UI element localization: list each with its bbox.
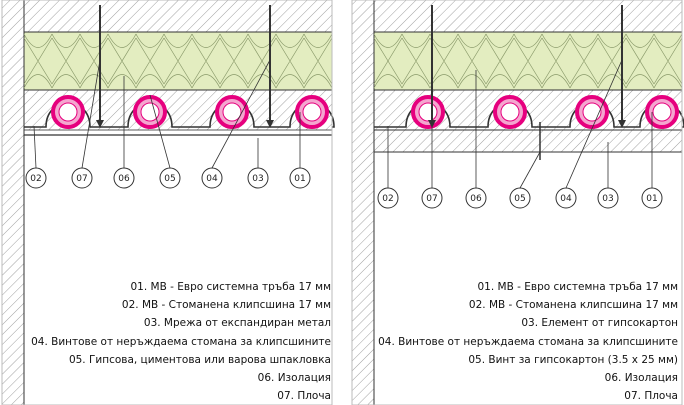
- left-legend-item-03: 03. Мрежа от експандиран метал: [143, 317, 331, 330]
- left-legend-item-02: 02. MB - Стоманена клипсшина 17 мм: [121, 299, 331, 312]
- callout-circle: [247, 167, 269, 189]
- pipe-bore: [302, 102, 322, 122]
- callout-leader: [519, 151, 541, 189]
- callout-circle: [509, 187, 531, 209]
- right-legend: 01. MB - Евро системна тръба 17 мм 02. M…: [378, 278, 678, 405]
- panel-frame: [1, 0, 333, 405]
- pipe-bore: [652, 102, 672, 122]
- callout-leader: [149, 94, 171, 169]
- right-legend-item-03: 03. Елемент от гипсокартон: [521, 317, 678, 330]
- left-legend-item-05: 05. Гипсова, циментова или варова шпакло…: [68, 353, 331, 366]
- right-legend-item-02: 02. MB - Стоманена клипсшина 17 мм: [468, 299, 678, 312]
- insulation-pattern: [373, 33, 683, 89]
- callout-label-04: 04: [206, 174, 218, 184]
- callout-circle: [641, 187, 663, 209]
- plasterboard: [373, 129, 683, 153]
- callout-circle: [289, 167, 311, 189]
- left-legend-item-06: 06. Изолация: [257, 371, 331, 384]
- callout-label-01: 01: [294, 174, 305, 184]
- callout-label-03: 03: [252, 174, 263, 184]
- callout-circle: [555, 187, 577, 209]
- callout-circle: [465, 187, 487, 209]
- right-legend-item-04: 04. Винтове от неръждаема стомана за кли…: [378, 335, 678, 348]
- right_panel-drawing: 02 07 06 05 04 03 01: [351, 0, 684, 405]
- callout-label-02: 02: [382, 194, 393, 204]
- slab: [23, 0, 333, 33]
- insulation-pattern: [23, 33, 333, 89]
- callout-leader: [81, 59, 101, 169]
- callout-label-06: 06: [470, 194, 482, 204]
- pipe-bore: [58, 102, 78, 122]
- left-legend-item-01: 01. MB - Евро системна тръба 17 мм: [130, 281, 331, 293]
- slab: [373, 0, 683, 33]
- screw-head: [96, 120, 104, 128]
- left-legend-item-07: 07. Плоча: [277, 390, 331, 403]
- pipe-bore: [140, 102, 160, 122]
- callout-circle: [421, 187, 443, 209]
- wall: [351, 0, 375, 405]
- screw-head: [266, 120, 274, 128]
- callout-label-04: 04: [560, 194, 572, 204]
- wall: [1, 0, 25, 405]
- callout-circle: [71, 167, 93, 189]
- pipe-bore: [582, 102, 602, 122]
- callout-circle: [597, 187, 619, 209]
- callout-circle: [25, 167, 47, 189]
- callout-label-05: 05: [164, 174, 175, 184]
- right-legend-item-06: 06. Изолация: [604, 371, 678, 384]
- callout-leader: [211, 59, 271, 169]
- callout-label-03: 03: [602, 194, 613, 204]
- callout-label-06: 06: [118, 174, 130, 184]
- callout-label-02: 02: [30, 174, 41, 184]
- callout-leader: [33, 125, 37, 169]
- pipe-bore: [418, 102, 438, 122]
- screw-head: [618, 120, 626, 128]
- callout-label-01: 01: [646, 194, 657, 204]
- callout-label-07: 07: [76, 174, 87, 184]
- callout-leader: [565, 59, 623, 189]
- left-legend: 01. MB - Евро системна тръба 17 мм 02. M…: [31, 278, 331, 405]
- pipe-bore: [222, 102, 242, 122]
- left_panel-drawing: 02 07 06 05 04 03 01: [1, 0, 335, 405]
- callout-circle: [113, 167, 135, 189]
- panel-frame: [351, 0, 683, 405]
- callout-circle: [201, 167, 223, 189]
- callout-label-07: 07: [426, 194, 437, 204]
- pipe-bore: [500, 102, 520, 122]
- left-legend-item-04: 04. Винтове от неръждаема стомана за кли…: [31, 335, 331, 348]
- right-legend-item-07: 07. Плоча: [624, 390, 678, 403]
- right-legend-item-01: 01. MB - Евро системна тръба 17 мм: [477, 281, 678, 293]
- callout-label-05: 05: [514, 194, 525, 204]
- callout-circle: [377, 187, 399, 209]
- callout-circle: [159, 167, 181, 189]
- right-legend-item-05: 05. Винт за гипсокартон (3.5 x 25 мм): [468, 353, 678, 366]
